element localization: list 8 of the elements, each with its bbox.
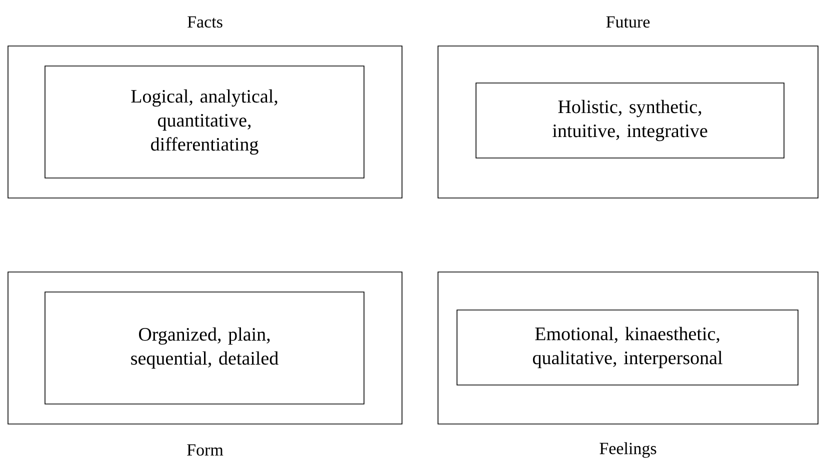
node-label: Form (187, 444, 224, 456)
text-box: Organized, plain, sequential, detailed (44, 292, 364, 404)
text-box: Emotional, kinaesthetic, qualitative, interpersonal (456, 310, 798, 386)
text-box: Logical, analytical, quantitative, differentiating (44, 66, 364, 178)
node-label: Facts (188, 16, 222, 28)
node-label: Feelings (600, 442, 656, 458)
text-box: Holistic, synthetic, intuitive, integrative (476, 82, 784, 158)
node-label: Future (606, 16, 650, 28)
